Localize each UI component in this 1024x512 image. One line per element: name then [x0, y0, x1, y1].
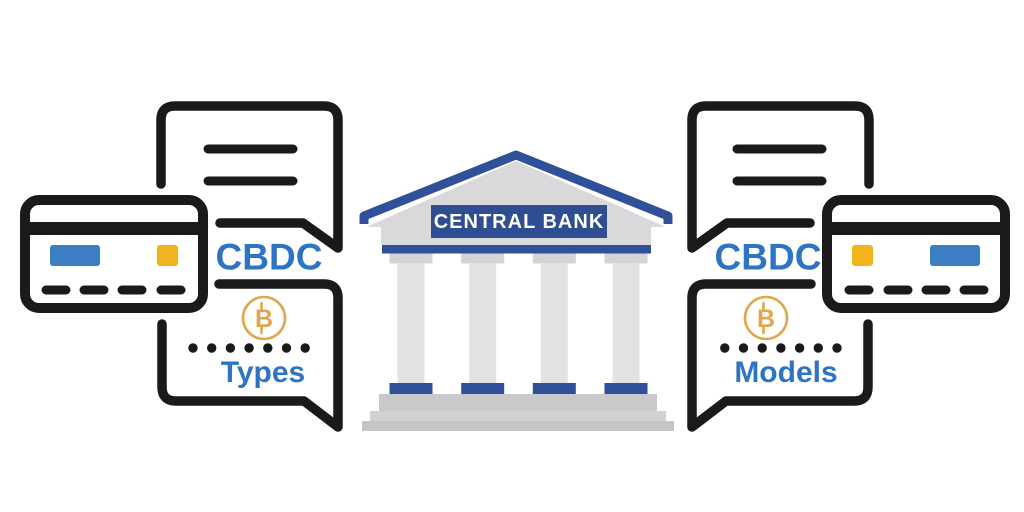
bitcoin-icon: B — [757, 301, 775, 335]
bank-column-shafts — [397, 263, 640, 384]
bank-step-top — [379, 394, 657, 411]
right-label-cbdc: CBDC — [714, 236, 822, 278]
central-bank-sign-label: CENTRAL BANK — [433, 211, 605, 233]
bitcoin-icon: B — [255, 301, 273, 335]
bank-building-icon — [359, 150, 674, 431]
bank-step-middle — [370, 411, 666, 421]
svg-text:B: B — [255, 305, 273, 333]
bank-column-capitals — [389, 253, 648, 264]
bank-sign-board — [431, 205, 607, 238]
svg-text:B: B — [757, 305, 775, 333]
right-label-models: Models — [734, 356, 838, 389]
bank-column-bases — [389, 383, 648, 394]
left-label-types: Types — [220, 356, 306, 389]
bank-beam — [382, 245, 651, 254]
bank-step-bottom — [362, 421, 674, 431]
left-label-cbdc: CBDC — [215, 236, 323, 278]
bank-roof-edge — [359, 150, 673, 224]
